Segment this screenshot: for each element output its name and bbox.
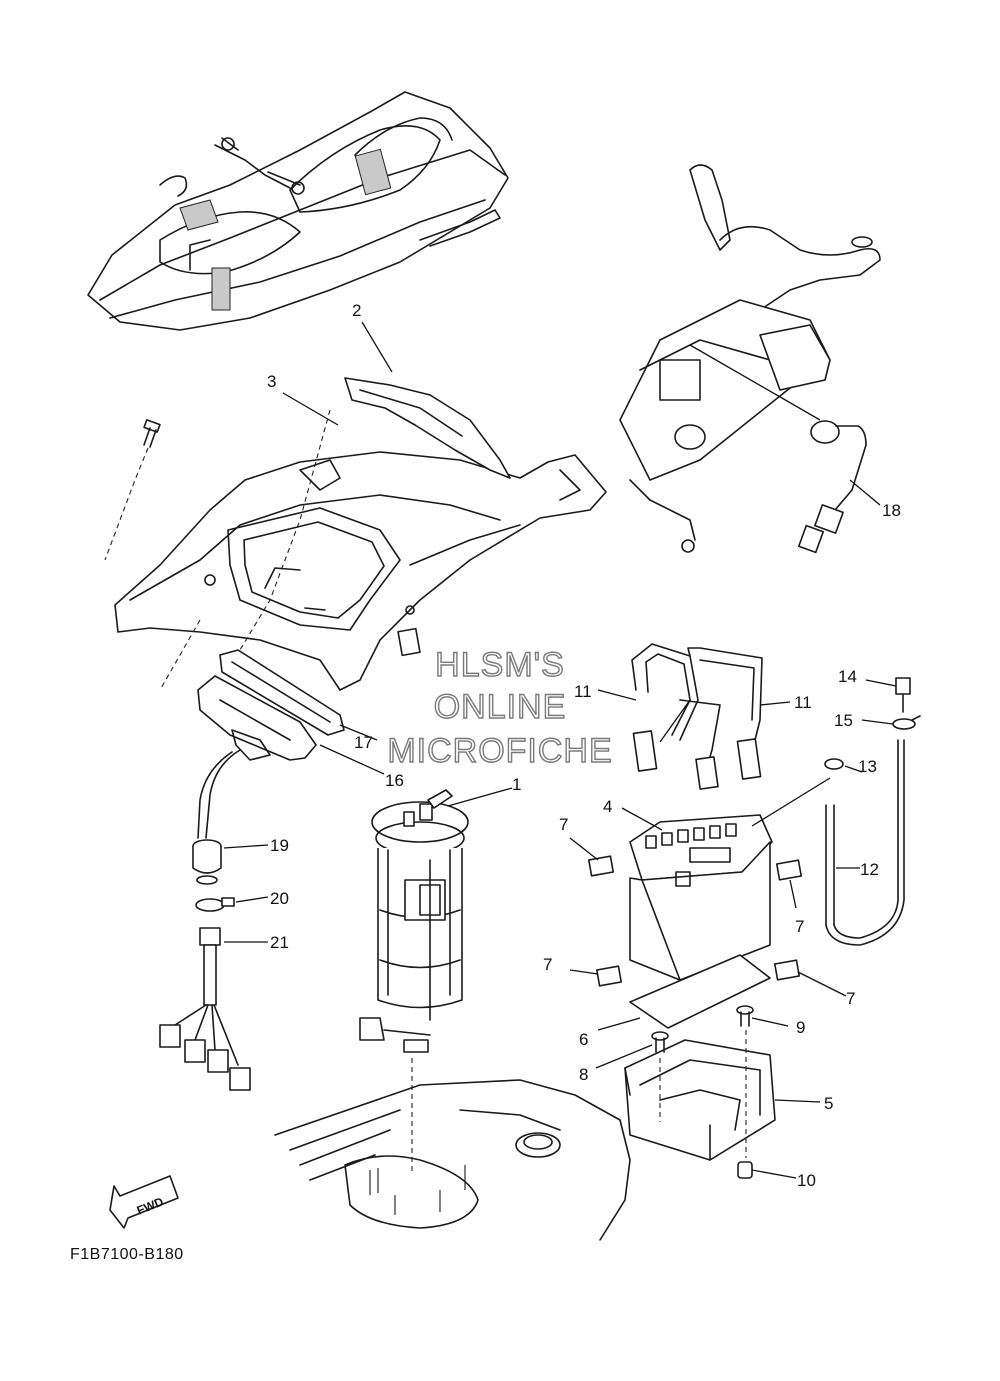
callout-17: 17 (354, 733, 373, 752)
part-9-bolt (736, 1005, 754, 1027)
part-16-cover (197, 675, 317, 839)
part-1-fuel-pump (359, 789, 469, 1053)
callout-2: 2 (352, 301, 361, 320)
callout-21: 21 (270, 933, 289, 952)
part-10-nut (737, 1161, 753, 1179)
watercraft-overview (87, 91, 509, 331)
callout-3: 3 (267, 372, 276, 391)
part-18-sensor-lead (797, 420, 867, 554)
part-17-gasket (219, 649, 345, 736)
part-3-screw (143, 419, 161, 448)
callout-14: 14 (838, 667, 857, 686)
callout-4: 4 (603, 797, 612, 816)
part-12-vent-tube (825, 739, 905, 946)
part-14-fitting (895, 677, 911, 713)
deck-hood-part (114, 451, 607, 691)
electrical-box-assembly (619, 164, 881, 553)
part-13-clip (824, 758, 844, 770)
callout-5: 5 (824, 1094, 833, 1113)
part-11-battery-bands (631, 643, 763, 790)
callout-12: 12 (860, 860, 879, 879)
callout-numbers: 2 3 1 4 5 6 7 7 7 7 8 9 10 11 11 12 13 1… (267, 301, 901, 1190)
part-21-harness (159, 927, 251, 1091)
callout-10: 10 (797, 1171, 816, 1190)
callout-11-left: 11 (574, 682, 592, 701)
callout-6: 6 (579, 1030, 588, 1049)
callout-7-right: 7 (795, 917, 804, 936)
fwd-arrow-icon: FWD (109, 1175, 179, 1229)
part-20-clamp (195, 897, 235, 912)
callout-7-bottom-left: 7 (543, 955, 552, 974)
watermark-line-2: ONLINE (434, 688, 567, 726)
callout-15: 15 (834, 711, 853, 730)
watermark-line-1: HLSM'S (435, 646, 565, 684)
part-6-sheet (629, 954, 771, 1029)
assembly-centerlines (104, 409, 747, 1175)
callout-16: 16 (385, 771, 404, 790)
callout-1: 1 (512, 775, 521, 794)
callout-9: 9 (796, 1018, 805, 1037)
callout-18: 18 (882, 501, 901, 520)
callout-7-top-left: 7 (559, 815, 568, 834)
callout-19: 19 (270, 836, 289, 855)
hull-mount-base (274, 1079, 631, 1241)
leader-lines (223, 321, 897, 1179)
watermark: HLSM'S ONLINE MICROFICHE (387, 645, 613, 770)
part-5-battery-tray (624, 1039, 776, 1161)
part-4-battery (629, 814, 773, 981)
part-7-pads (587, 855, 803, 987)
callout-20: 20 (270, 889, 289, 908)
callout-11-right: 11 (794, 693, 812, 712)
part-8-bolt (651, 1031, 669, 1053)
part-19-grommet (192, 839, 222, 885)
callout-13: 13 (858, 757, 877, 776)
callout-8: 8 (579, 1065, 588, 1084)
part-15-clamp (892, 715, 921, 730)
callout-7-bottom-right: 7 (846, 989, 855, 1008)
watermark-line-3: MICROFICHE (387, 732, 612, 770)
part-2-cover-strip (344, 377, 511, 479)
figure-code: F1B7100-B180 (70, 1246, 184, 1263)
